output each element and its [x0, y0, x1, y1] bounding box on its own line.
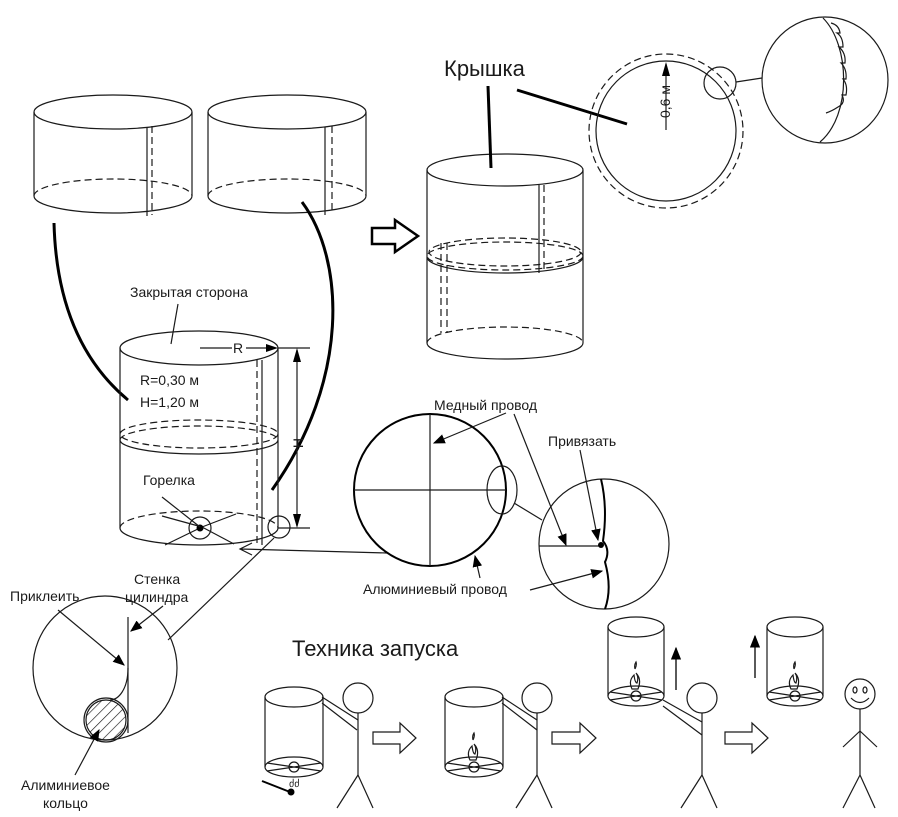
- launch-arrow-2: [551, 721, 597, 755]
- launch-step-release: [607, 616, 718, 809]
- lid-leader-right: [516, 88, 628, 126]
- smiley-head: [844, 678, 876, 710]
- aluminium-wire-label: Алюминиевый провод: [363, 581, 507, 597]
- ring-label-line1: Алиминиевое: [21, 777, 110, 793]
- main-cylinder: [119, 330, 279, 546]
- join-curve-right: [270, 201, 335, 491]
- ring-detail-marker: [267, 515, 291, 539]
- wire-to-cylinder-arrow: [238, 542, 388, 556]
- height-symbol: H: [290, 438, 306, 448]
- launch-step-ignite: ძძ: [261, 682, 374, 809]
- ring-detail-circle: [32, 595, 178, 743]
- lid-detail-marker: [703, 66, 737, 100]
- cylinder-half-right: [207, 94, 367, 215]
- lid-leader-down: [486, 85, 493, 169]
- burner-label: Горелка: [143, 472, 195, 488]
- lid-title: Крышка: [444, 56, 526, 81]
- hollow-arrow-assemble: [370, 217, 421, 255]
- lid-circle: 0,6 м: [588, 53, 744, 209]
- radius-value: R=0,30 м: [140, 372, 199, 388]
- radius-symbol: R: [233, 340, 243, 356]
- lid-dimension-label: 0,6 м: [657, 85, 673, 118]
- lid-edge-detail: [761, 16, 889, 144]
- glue-label: Приклеить: [10, 588, 79, 604]
- launch-step-fly: [749, 616, 878, 809]
- tie-label: Привязать: [548, 433, 616, 449]
- wire-cross-circle: [353, 413, 543, 567]
- cylinder-half-left: [33, 94, 193, 216]
- height-value: H=1,20 м: [140, 394, 199, 410]
- launch-step-heat: [444, 682, 553, 809]
- copper-wire-label: Медный провод: [434, 397, 537, 413]
- burner-ring: [188, 516, 212, 540]
- wall-label-line2: цилиндра: [125, 589, 189, 605]
- closed-side-label: Закрытая сторона: [130, 284, 248, 300]
- launch-arrow-3: [724, 721, 769, 755]
- ring-label-line2: кольцо: [43, 795, 88, 811]
- wire-tie-detail: [538, 478, 670, 610]
- join-curve-left: [52, 222, 129, 402]
- launch-arrow-1: [372, 721, 417, 755]
- wall-label-line1: Стенка: [134, 571, 180, 587]
- assembled-cylinder: [426, 153, 584, 360]
- svg-text:ძძ: ძძ: [289, 778, 299, 790]
- launch-title: Техника запуска: [292, 636, 459, 661]
